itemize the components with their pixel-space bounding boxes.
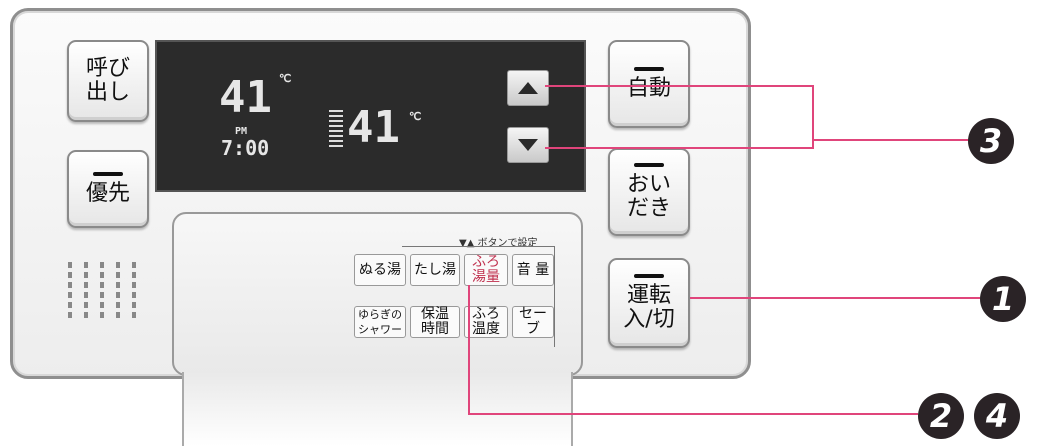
priority-button[interactable]: 優先 [67, 150, 149, 228]
power-button[interactable]: 運転 入/切 [608, 258, 690, 348]
clock-time: 7:00 [221, 136, 270, 160]
call-button[interactable]: 呼び 出し [67, 40, 149, 122]
temp-unit-right: ℃ [409, 110, 422, 123]
power-indicator-bar [634, 274, 664, 278]
auto-button-label: 自動 [626, 76, 671, 101]
callout-4: 4 [974, 393, 1020, 439]
arrow-setting-caption: ▼▲ ボタンで設定 [459, 238, 538, 249]
callout-1: 1 [980, 276, 1026, 322]
temp-unit-left: ℃ [279, 72, 292, 85]
ampm-label: PM [235, 126, 248, 137]
save-mode-button[interactable]: セーブ [512, 306, 554, 338]
keep-warm-time-button[interactable]: 保温 時間 [410, 306, 460, 338]
settings-cover-panel: ▼▲ ボタンで設定 ぬる湯 たし湯 ふろ 湯量 音 量 ゆらぎの シャワー 保温… [172, 212, 583, 376]
lukewarm-button[interactable]: ぬる湯 [354, 254, 406, 286]
bath-volume-button[interactable]: ふろ 湯量 [464, 254, 508, 286]
triangle-up-icon [518, 82, 538, 94]
priority-indicator-bar [93, 172, 123, 176]
triangle-down-icon [518, 139, 538, 151]
call-button-label: 呼び 出し [85, 56, 130, 105]
bath-temp-right: 41 [347, 102, 400, 153]
power-button-label: 運転 入/切 [623, 283, 675, 332]
priority-button-label: 優先 [85, 181, 130, 206]
up-arrow-button[interactable] [507, 70, 549, 106]
bath-temp-left: 41 [219, 72, 272, 123]
level-bars-icon [329, 110, 343, 150]
down-arrow-button[interactable] [507, 127, 549, 163]
cover-flap [182, 372, 573, 446]
lcd-display: 41 ℃ PM 7:00 41 ℃ [155, 40, 586, 192]
reheat-button-label: おい だき [626, 172, 671, 221]
add-hot-water-button[interactable]: たし湯 [410, 254, 460, 286]
callout-3: 3 [968, 118, 1014, 164]
auto-button[interactable]: 自動 [608, 40, 690, 128]
bath-temperature-button[interactable]: ふろ 温度 [464, 306, 508, 338]
shower-wave-button[interactable]: ゆらぎの シャワー [354, 306, 406, 338]
reheat-button[interactable]: おい だき [608, 148, 690, 236]
callout-2: 2 [918, 393, 964, 439]
auto-indicator-bar [634, 67, 664, 71]
sound-volume-button[interactable]: 音 量 [512, 254, 554, 286]
reheat-indicator-bar [634, 163, 664, 167]
